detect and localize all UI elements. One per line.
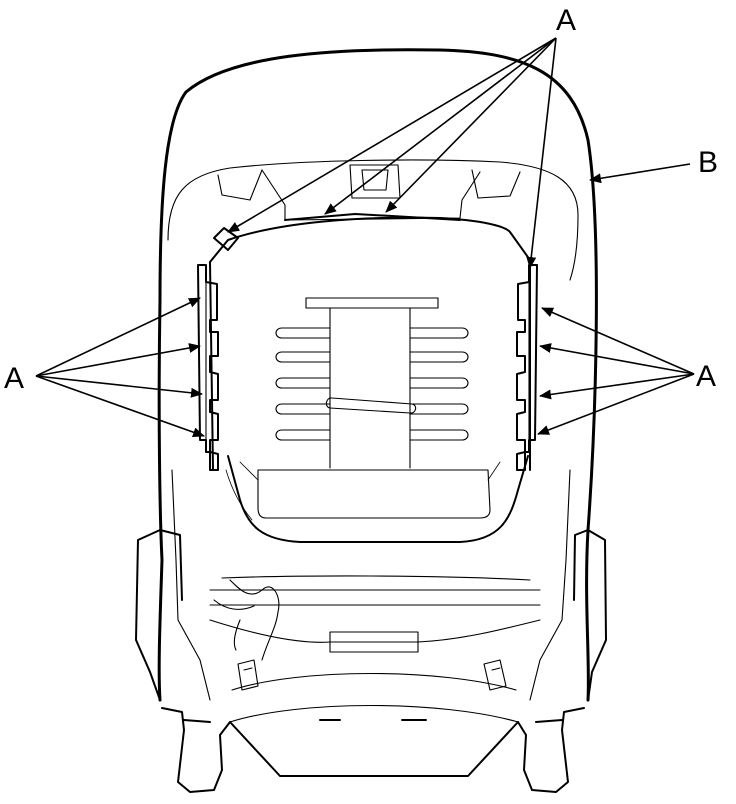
- upper-bracket: [261, 169, 481, 221]
- top-center-latch: [349, 164, 401, 199]
- right-clip-strip: [516, 264, 538, 471]
- lower-crossmember: [209, 575, 541, 606]
- callout-a-right: A: [696, 360, 716, 393]
- center-bar: [329, 631, 419, 653]
- callout-b: B: [698, 146, 718, 179]
- right-foot: [517, 707, 585, 793]
- seat-back-outline: [157, 48, 598, 702]
- callout-a-left: A: [4, 362, 24, 395]
- lower-pad: [257, 469, 491, 519]
- top-left-clip: [213, 227, 239, 251]
- right-skirt: [573, 529, 607, 701]
- bottom-cover-top: [229, 672, 519, 723]
- left-clip-strip: [197, 264, 219, 471]
- upper-trim-line-2: [217, 169, 521, 201]
- leader-b: [589, 163, 691, 184]
- leaders-left-a: [35, 297, 205, 438]
- leaders-top-a: [227, 37, 557, 269]
- left-foot: [161, 707, 231, 793]
- left-skirt: [135, 529, 183, 701]
- leaders-right-a: [537, 307, 695, 435]
- lower-frame-outer: [227, 455, 529, 543]
- spring-mat: [275, 297, 469, 469]
- right-lower-latch: [483, 659, 507, 691]
- bottom-cover: [229, 721, 519, 777]
- lower-curve: [209, 619, 541, 643]
- lower-pad-sides: [225, 461, 501, 521]
- lower-body: [171, 469, 571, 701]
- frame-top-edge: [284, 213, 461, 221]
- callout-a-top: A: [556, 4, 576, 37]
- upper-trim-line: [167, 159, 579, 281]
- frame-opening: [209, 216, 531, 471]
- left-lower-latch: [237, 659, 259, 691]
- cable-harness: [213, 579, 280, 661]
